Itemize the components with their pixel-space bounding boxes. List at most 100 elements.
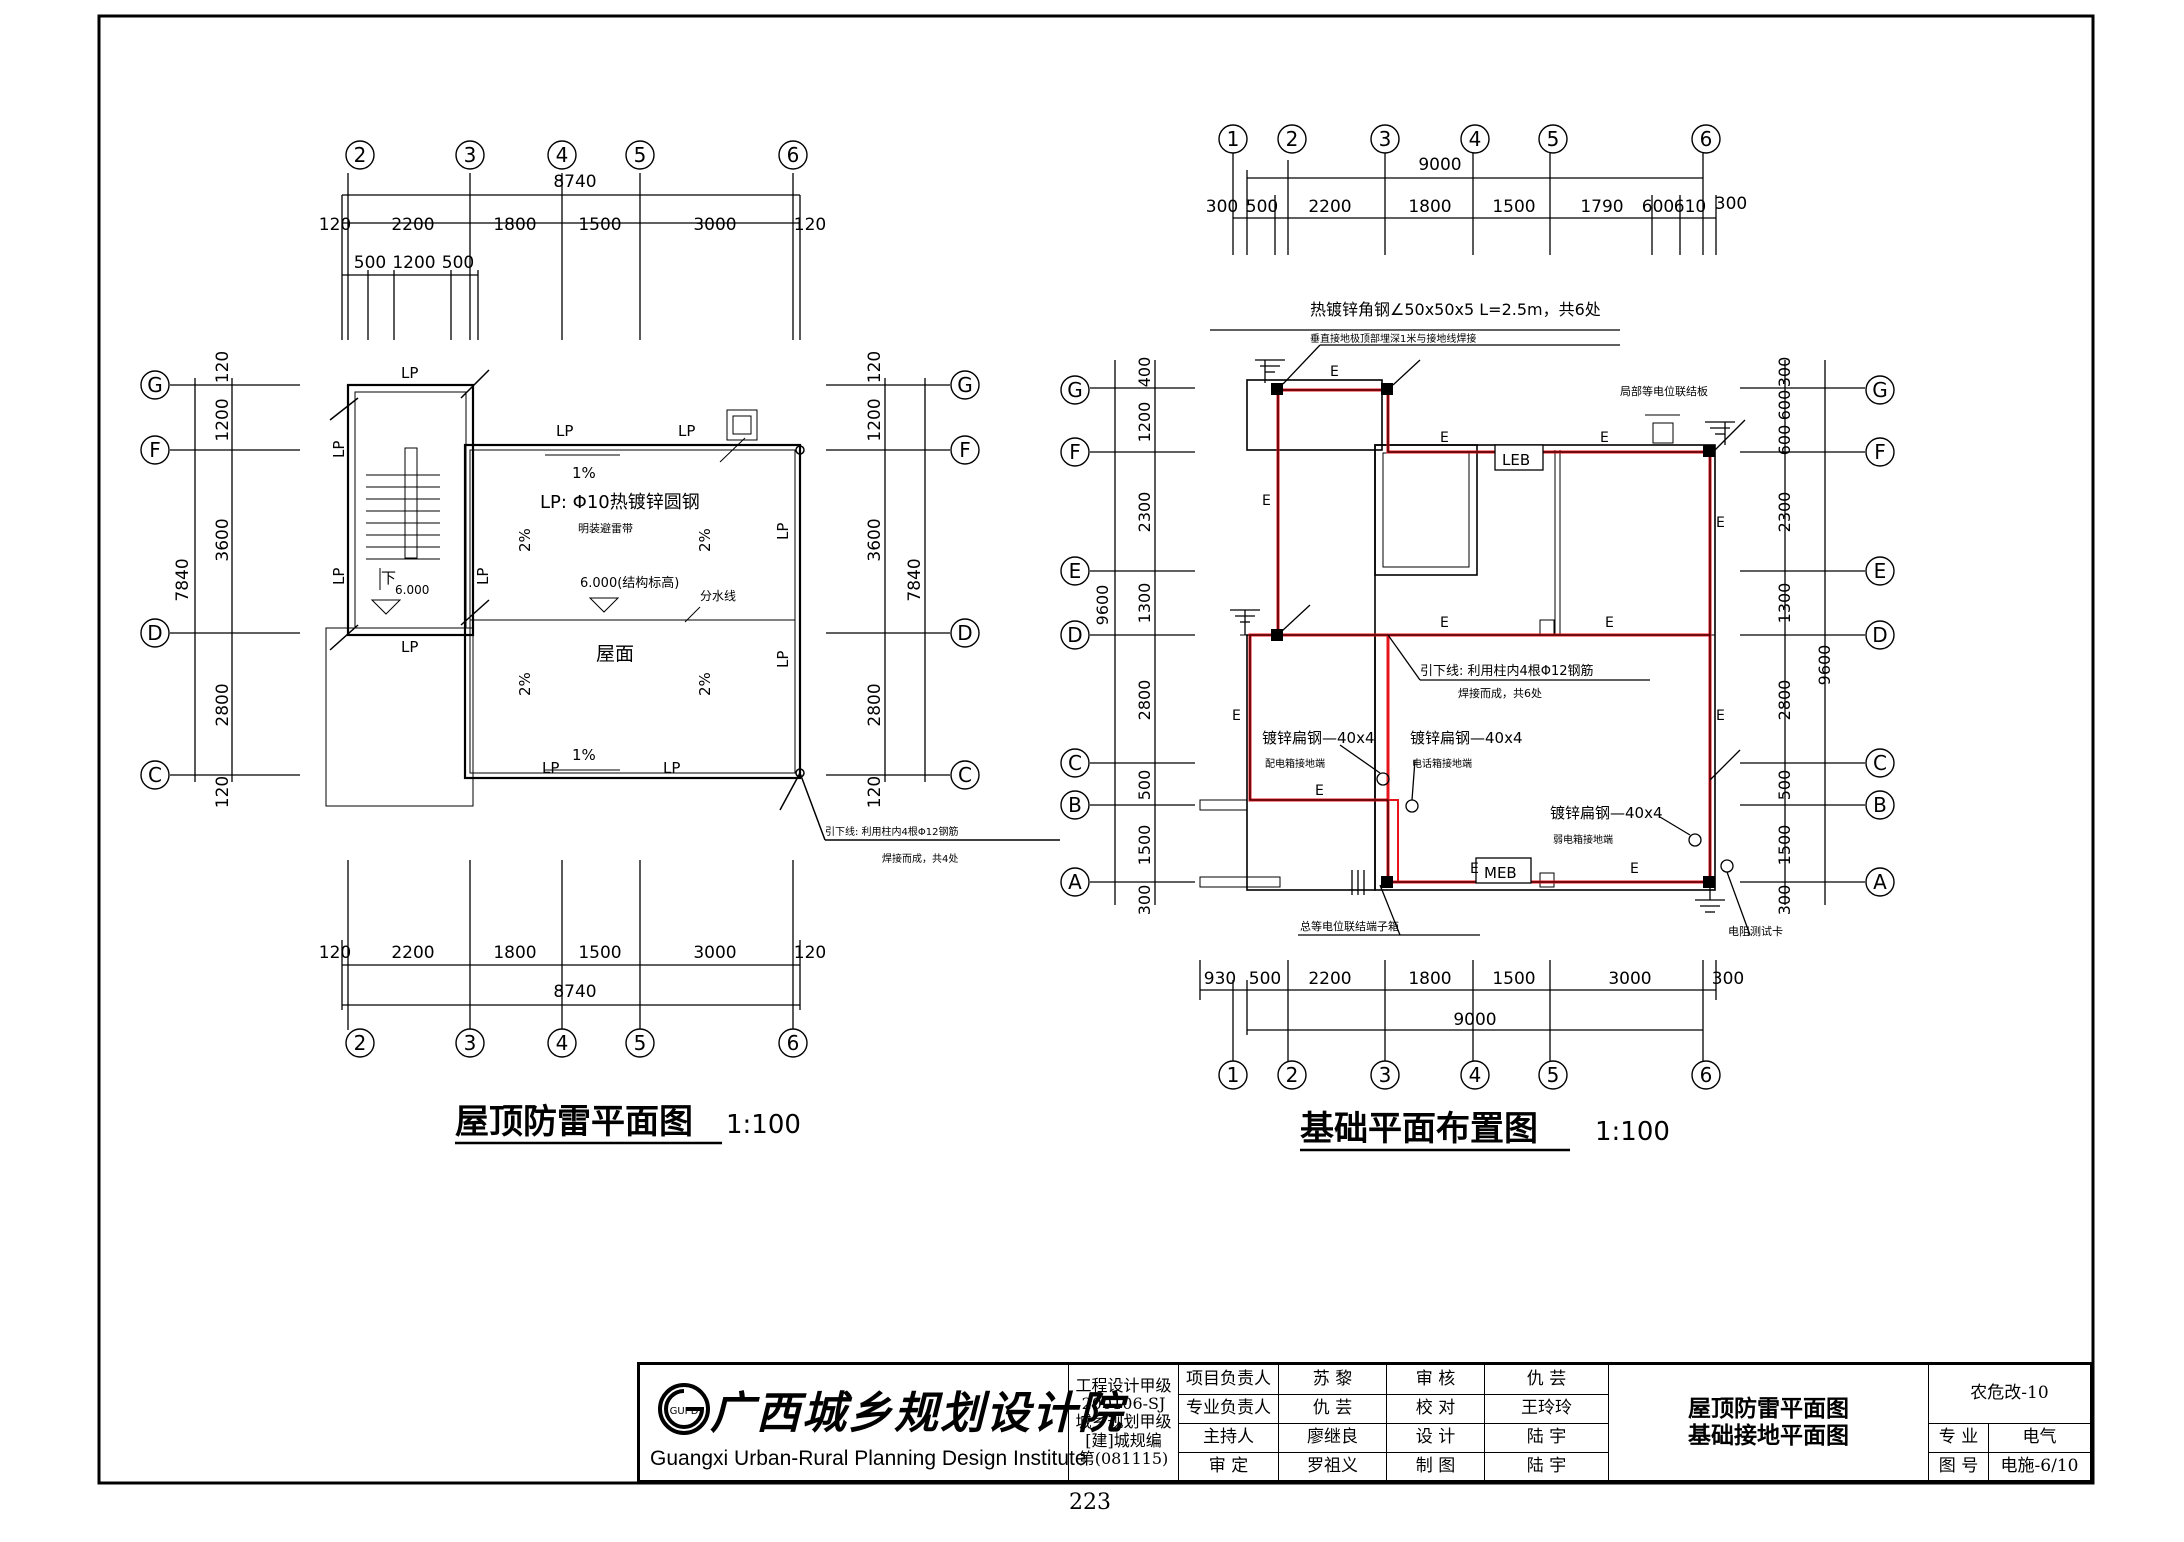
dim: 2300 [1135, 492, 1154, 533]
elevation-label: 6.000(结构标高) [580, 575, 679, 591]
lp-label: LP [542, 759, 559, 777]
dim: 300 [1775, 885, 1794, 916]
dim: 500 [442, 253, 474, 273]
down-lead-markers [329, 369, 1060, 841]
lp-label: LP [663, 759, 680, 777]
gupd-logo-icon: GUPD [658, 1383, 710, 1435]
flat-steel-note: 镀锌扁钢—40x4 [1262, 729, 1375, 747]
dim-total: 7840 [905, 558, 925, 601]
role-cell: 主持人 [1178, 1423, 1278, 1452]
dim: 120 [319, 943, 351, 963]
lp-label: LP [556, 422, 573, 440]
lp-note: 明装避雷带 [578, 521, 633, 535]
flat-steel-note: 镀锌扁钢—40x4 [1410, 729, 1523, 747]
divide-label: 分水线 [700, 589, 736, 603]
dim: 500 [1249, 969, 1281, 989]
test-card-note: 电阻测试卡 [1728, 925, 1783, 938]
conductor-label: E [1315, 783, 1324, 799]
dim: 1500 [578, 943, 621, 963]
role-cell: 设 计 [1386, 1423, 1484, 1452]
axis-label: D [147, 621, 162, 645]
dim: 1790 [1580, 197, 1623, 217]
axis-label: 5 [634, 1031, 647, 1055]
meb-label: MEB [1484, 864, 1517, 882]
conductor-label: E [1716, 515, 1725, 531]
slope-label: 2% [516, 528, 534, 552]
role-cell: 审 核 [1386, 1365, 1484, 1394]
dim: 300 [1135, 885, 1154, 916]
right-bottom-grid-lines [1199, 960, 1717, 1075]
slope-label: 2% [696, 528, 714, 552]
dim: 1800 [1408, 197, 1451, 217]
dim: 120 [794, 943, 826, 963]
dim-total: 9000 [1418, 155, 1461, 175]
dim: 1200 [1135, 402, 1154, 443]
axis-label: G [1067, 378, 1083, 402]
number-label: 图 号 [1928, 1452, 1988, 1480]
lp-label: LP [774, 523, 792, 540]
dim: 500 [1775, 770, 1794, 801]
dim: 300 [1206, 197, 1238, 217]
flat-steel-note: 弱电箱接地端 [1553, 833, 1613, 846]
axis-label: D [957, 621, 972, 645]
axis-label: 6 [787, 1031, 800, 1055]
dim: 300 [1715, 194, 1747, 214]
lp-label: LP [330, 441, 348, 458]
dim: 3000 [693, 215, 736, 235]
axis-label: 4 [556, 1031, 569, 1055]
name-cell: 陆 宇 [1484, 1423, 1608, 1452]
dim: 1800 [493, 943, 536, 963]
axis-label: 2 [1286, 1063, 1299, 1087]
roof-divide-line [470, 409, 795, 623]
dim: 930 [1204, 969, 1236, 989]
meb-note: 总等电位联结端子箱 [1300, 919, 1399, 933]
axis-label: G [957, 373, 973, 397]
electrode-note: 垂直接地极顶部埋深1米与接地线焊接 [1310, 332, 1476, 345]
dim: 2200 [1308, 969, 1351, 989]
certification-cell: 工程设计甲级 200106-SJ 城乡规划甲级 [建]城规编 第(081115) [1068, 1365, 1178, 1480]
dim-total: 8740 [553, 172, 596, 192]
dim: 120 [319, 215, 351, 235]
dim: 500 [1135, 770, 1154, 801]
role-cell: 审 定 [1178, 1452, 1278, 1480]
discipline-label: 专 业 [1928, 1423, 1988, 1452]
leb-note: 局部等电位联结板 [1620, 384, 1708, 398]
conductor-label: E [1232, 708, 1241, 724]
lp-label: LP [474, 568, 492, 585]
axis-label: F [149, 438, 161, 462]
left-plan-title: 屋顶防雷平面图 [455, 1102, 693, 1142]
cert-line: 第(081115) [1078, 1449, 1169, 1469]
axis-label: A [1873, 870, 1887, 894]
drawing-title-cell: 屋顶防雷平面图 基础接地平面图 [1608, 1365, 1928, 1480]
down-lead-note: 焊接而成，共6处 [1458, 686, 1542, 700]
dim-total: 9600 [1093, 585, 1112, 626]
dim: 3000 [693, 943, 736, 963]
role-cell: 校 对 [1386, 1394, 1484, 1423]
dim: 120 [213, 351, 233, 383]
drawing-title: 基础接地平面图 [1688, 1421, 1849, 1449]
discipline-value: 电气 [1988, 1423, 2090, 1452]
role-cell: 项目负责人 [1178, 1365, 1278, 1394]
dim-total: 9000 [1453, 1010, 1496, 1030]
right-axis-bubbles [1060, 124, 1895, 1090]
dim: 1300 [1135, 583, 1154, 624]
stair-label: 下 [381, 569, 396, 587]
axis-label: C [148, 763, 162, 787]
axis-label: C [1068, 751, 1082, 775]
left-dimension-text: 8740 120 2200 1800 1500 3000 120 500 120… [319, 172, 826, 1002]
leb-label: LEB [1502, 451, 1530, 469]
left-axis-bubbles [140, 140, 980, 1058]
dim: 1200 [392, 253, 435, 273]
dim: 3600 [865, 518, 885, 561]
dim: 300 [1712, 969, 1744, 989]
slope-label: 1% [572, 746, 596, 764]
dim: 1200 [213, 398, 233, 441]
dim: 600 [1642, 197, 1674, 217]
lp-label: LP [401, 364, 418, 382]
lp-label: LP [774, 651, 792, 668]
name-cell: 陆 宇 [1484, 1452, 1608, 1480]
down-lead-note: 引下线: 利用柱内4根Φ12钢筋 [825, 825, 959, 838]
dim: 610 [1674, 197, 1706, 217]
cert-line: 城乡规划甲级 [1075, 1412, 1172, 1432]
dim: 400 [1135, 357, 1154, 388]
